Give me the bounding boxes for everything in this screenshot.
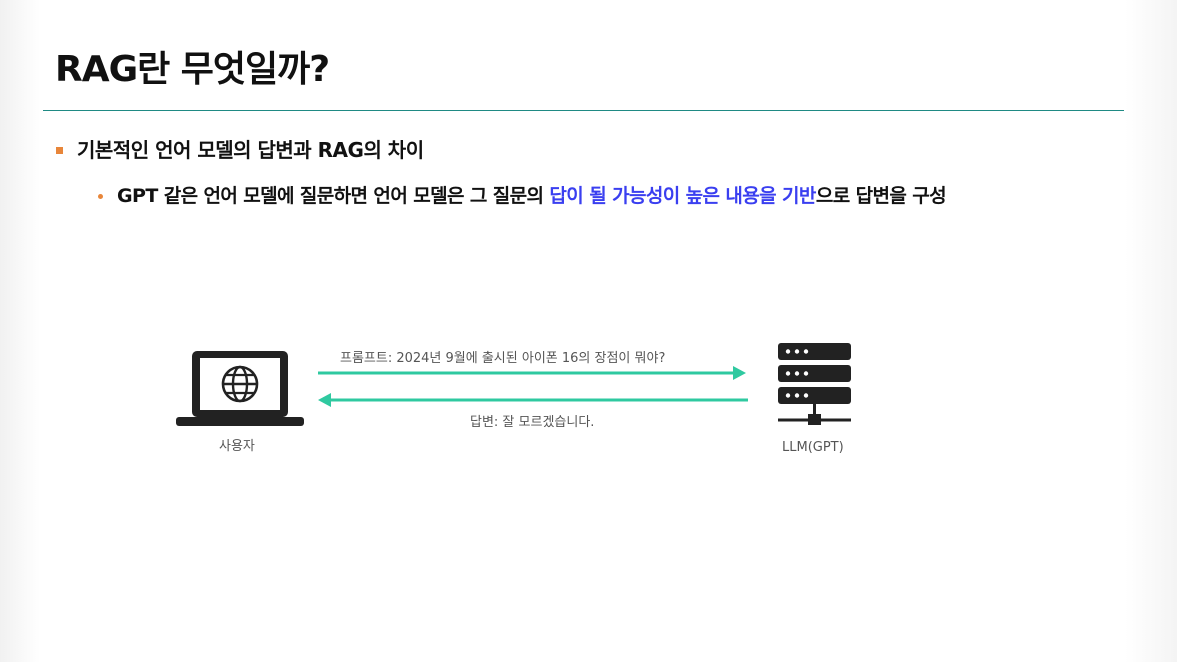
globe-icon: [221, 365, 259, 403]
llm-label: LLM(GPT): [782, 440, 844, 455]
bullet-level2-text-before: GPT 같은 언어 모델에 질문하면 언어 모델은 그 질문의: [117, 185, 550, 207]
answer-arrow: [318, 393, 748, 407]
bullet-level2-text: GPT 같은 언어 모델에 질문하면 언어 모델은 그 질문의 답이 될 가능성…: [117, 182, 947, 210]
server-stack-icon: [778, 343, 851, 425]
answer-label: 답변: 잘 모르겠습니다.: [470, 415, 595, 430]
title-divider: [43, 110, 1124, 111]
prompt-arrow: [318, 366, 746, 380]
bullet-level2-text-after: 으로 답변을 구성: [815, 185, 947, 207]
bullet-level2: GPT 같은 언어 모델에 질문하면 언어 모델은 그 질문의 답이 될 가능성…: [98, 182, 947, 210]
bullet-level1-text: 기본적인 언어 모델의 답변과 RAG의 차이: [77, 138, 424, 162]
prompt-label: 프롬프트: 2024년 9월에 출시된 아이폰 16의 장점이 뭐야?: [340, 351, 666, 366]
bullet-level2-highlight: 답이 될 가능성이 높은 내용을 기반: [549, 185, 816, 207]
slide-title: RAG란 무엇일까?: [55, 49, 330, 90]
dot-bullet-icon: [98, 193, 103, 199]
user-label: 사용자: [219, 439, 255, 454]
laptop-globe-icon: [176, 351, 304, 426]
square-bullet-icon: [56, 146, 63, 154]
bullet-level1: 기본적인 언어 모델의 답변과 RAG의 차이: [56, 136, 424, 164]
